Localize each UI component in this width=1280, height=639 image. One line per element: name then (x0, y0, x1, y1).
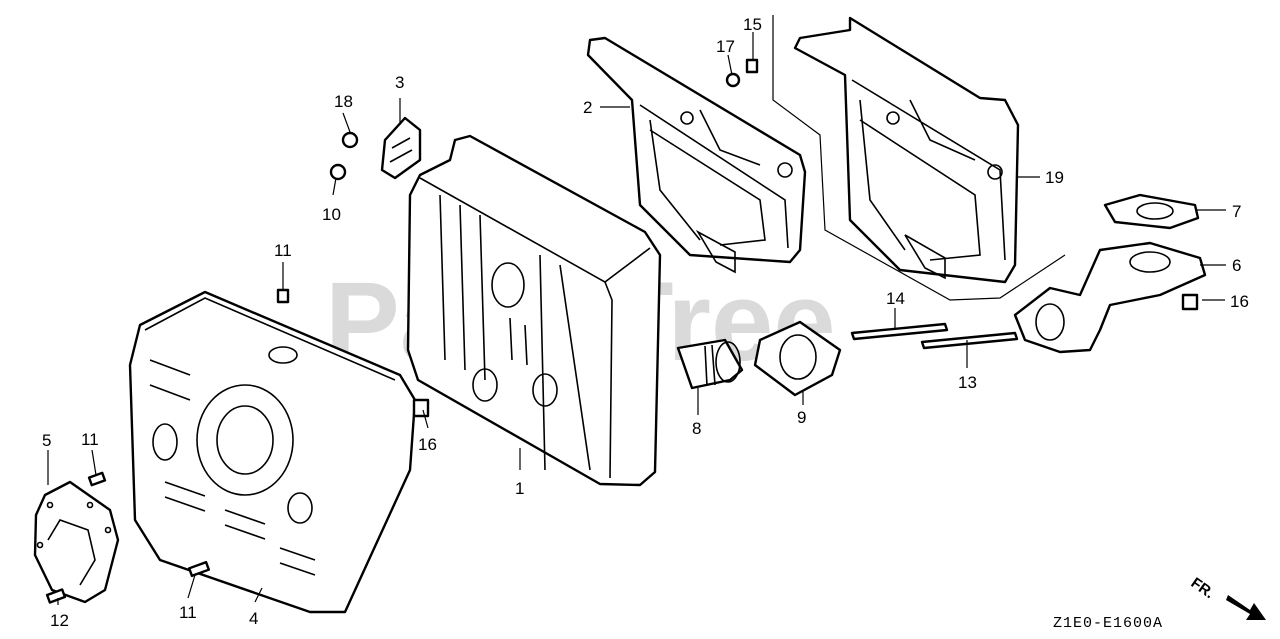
callout-1: 1 (515, 479, 524, 498)
part-8-arrester-screen (676, 338, 744, 390)
callout-18: 18 (334, 92, 353, 111)
part-13-stud (920, 331, 1019, 350)
callout-8: 8 (692, 419, 701, 438)
front-direction-indicator: FR. (1188, 574, 1266, 620)
part-7-gasket (1103, 193, 1200, 230)
part-19-heat-shield (793, 16, 1020, 284)
direction-label: FR. (1188, 574, 1218, 602)
callout-19: 19 (1045, 168, 1064, 187)
callout-14: 14 (886, 289, 905, 308)
callout-5: 5 (42, 431, 51, 450)
callout-11a: 11 (274, 241, 292, 260)
callout-11b: 11 (81, 430, 99, 449)
part-2-heat-shield (586, 36, 807, 274)
callout-17: 17 (716, 37, 735, 56)
callout-16a: 16 (1230, 292, 1249, 311)
callout-15: 15 (743, 15, 762, 34)
callout-11c: 11 (179, 603, 197, 622)
callout-16b: 16 (418, 435, 437, 454)
callouts: 1 2 3 4 5 6 7 8 9 10 11 11 11 12 13 14 1… (42, 15, 1249, 630)
callout-3: 3 (395, 73, 404, 92)
callout-6: 6 (1232, 256, 1241, 275)
callout-9: 9 (797, 408, 806, 427)
callout-13: 13 (958, 373, 977, 392)
leader-lines (47, 32, 1226, 605)
part-1-muffler (406, 134, 662, 487)
hardware-fasteners (45, 58, 1199, 604)
diagram-code: Z1E0-E1600A (1053, 615, 1163, 632)
callout-4: 4 (249, 609, 258, 628)
part-14-stud (850, 322, 949, 341)
callout-12: 12 (50, 611, 69, 630)
part-4-muffler-protector (128, 290, 417, 614)
part-5-spark-arrester-cap (33, 480, 120, 604)
callout-7: 7 (1232, 202, 1241, 221)
part-3-bracket (380, 116, 422, 180)
part-9-gasket (753, 320, 842, 397)
callout-10: 10 (322, 205, 341, 224)
front-arrow-icon (1226, 595, 1266, 620)
callout-2: 2 (583, 98, 592, 117)
part-6-exhaust-pipe (1013, 241, 1207, 354)
